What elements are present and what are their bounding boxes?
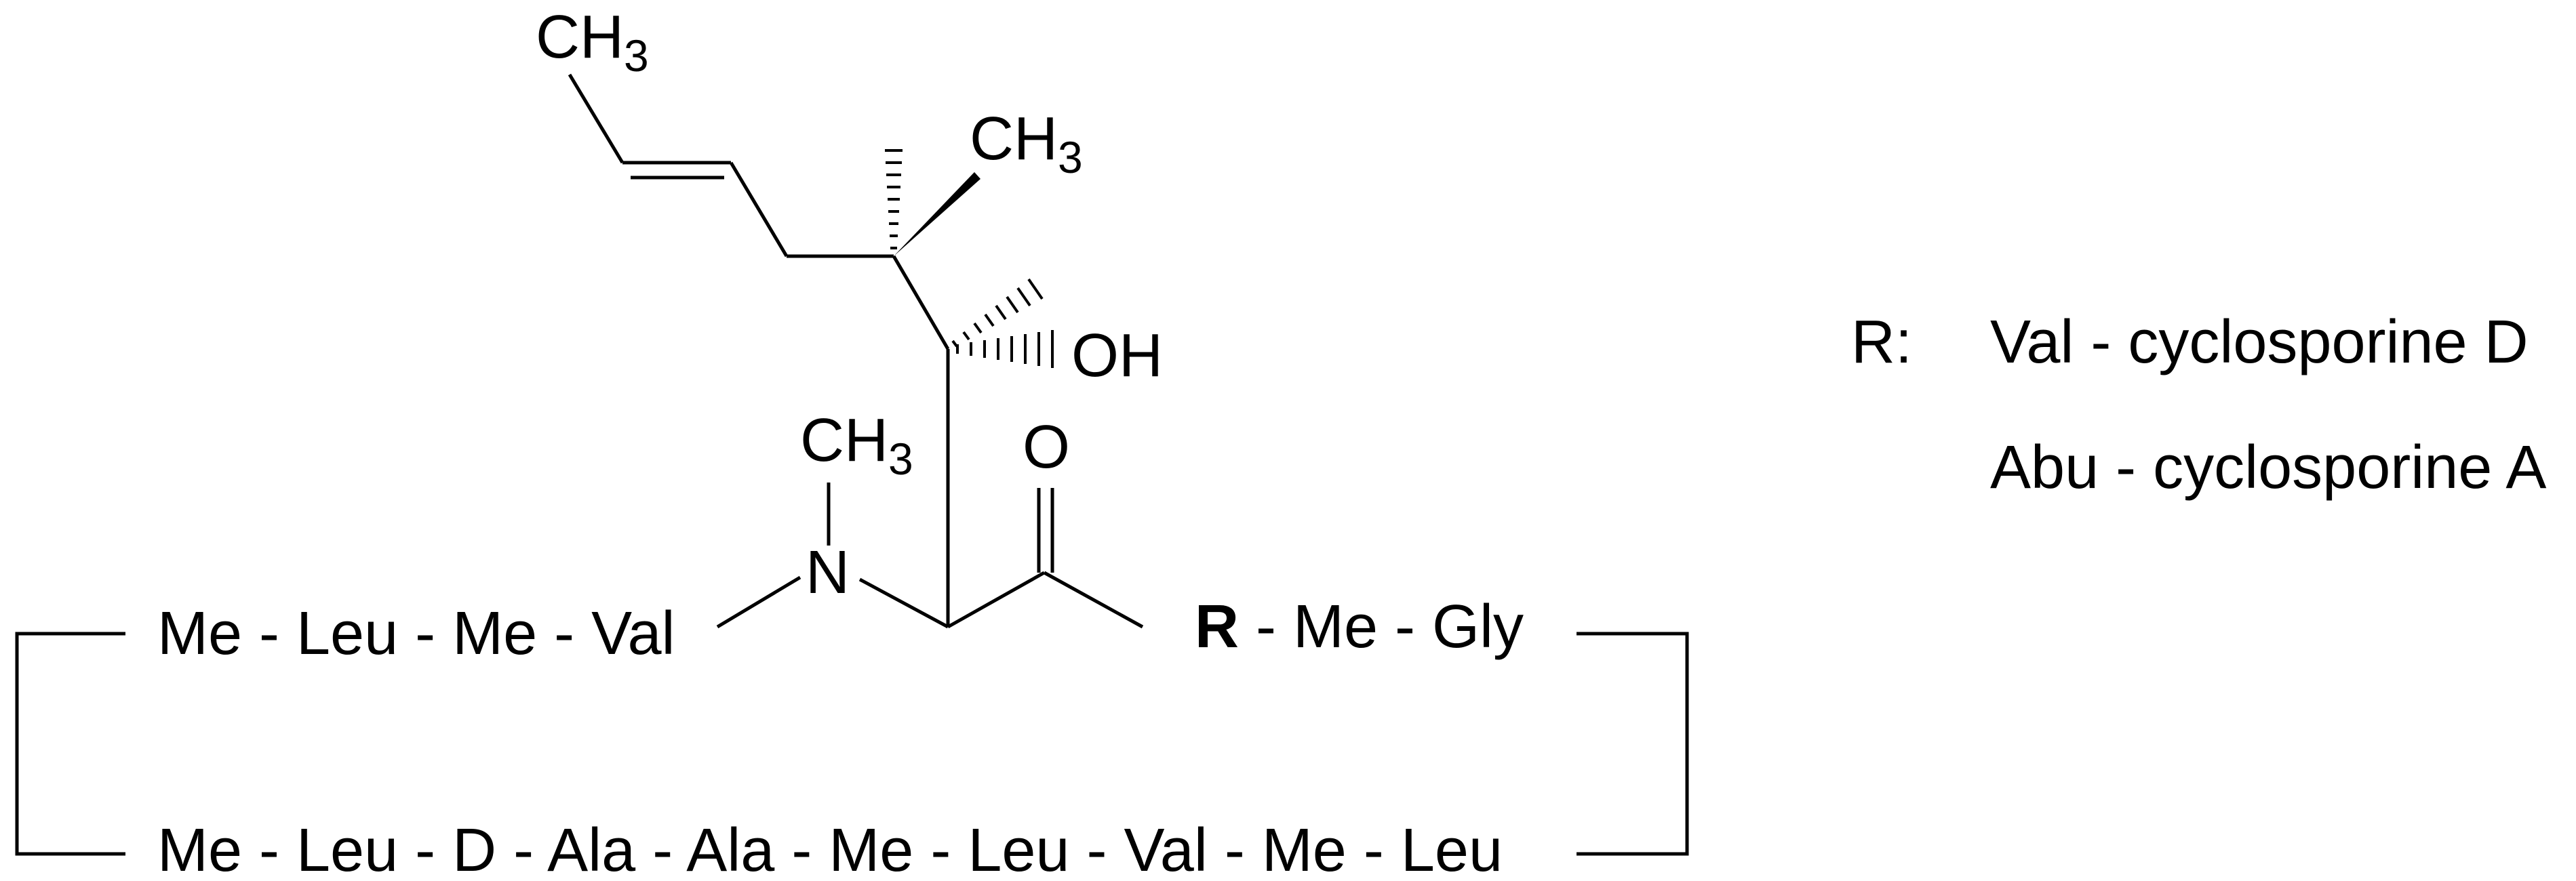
r-group-legend: R: Val - cyclosporine D Abu - cyclospori…	[1851, 308, 2546, 501]
carbonyl-oxygen-label: O	[1023, 413, 1070, 481]
side-chain-bonds	[568, 73, 1144, 629]
ring-bracket-left	[15, 632, 125, 856]
bond-alkene-ch2	[729, 161, 789, 258]
wedge-bond-quaternary-methyl	[894, 172, 980, 256]
hashed-bond-quaternary-up	[885, 149, 903, 249]
legend-entry-val: Val - cyclosporine D	[1990, 308, 2529, 376]
hashed-bond-carbinol-oh	[956, 330, 1054, 368]
hashed-bond-carbinol-methyl	[951, 278, 1044, 348]
legend-r-label: R:	[1851, 308, 1912, 376]
top-methyl-label: CH3	[536, 3, 649, 81]
bond-ch3-alkene	[568, 73, 625, 164]
quaternary-methyl-label: CH3	[970, 105, 1083, 182]
bond-alpha-carbonyl	[947, 571, 1046, 629]
nitrogen-label: N	[806, 539, 850, 607]
hydroxyl-label: OH	[1071, 322, 1163, 390]
ring-bracket-right	[1577, 632, 1689, 856]
n-methyl-label: CH3	[800, 407, 913, 484]
bond-n-alpha	[858, 577, 949, 629]
stereo-bonds	[885, 149, 1054, 368]
bond-quaternary-carbinol	[892, 255, 950, 350]
r-group-label: R	[1195, 593, 1239, 661]
chain-left-residues: Me - Leu - Me - Val	[157, 600, 675, 668]
chain-right-residues: R - Me - Gly	[1195, 593, 1524, 661]
bond-n-val	[716, 575, 801, 629]
bond-carbonyl-next	[1043, 571, 1144, 629]
chain-bottom-residues: Me - Leu - D - Ala - Ala - Me - Leu - Va…	[157, 817, 1503, 881]
legend-entry-abu: Abu - cyclosporine A	[1990, 434, 2546, 501]
